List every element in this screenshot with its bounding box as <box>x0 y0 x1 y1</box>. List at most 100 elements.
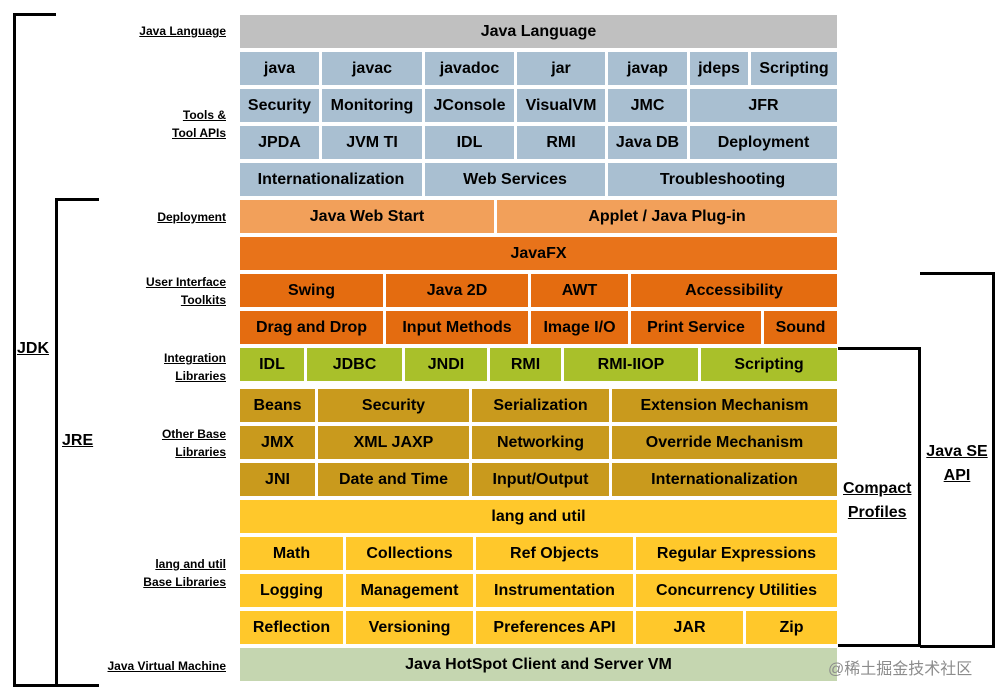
javase-line2: API <box>943 467 971 484</box>
lang-zip: Zip <box>746 611 837 644</box>
javase-line1: Java SE <box>926 443 988 460</box>
label-tools-line2: Tool APIs <box>172 126 226 140</box>
label-jvm: Java Virtual Machine <box>107 659 227 673</box>
other-security: Security <box>318 389 469 422</box>
label-tools: Tools & Tool APIs <box>100 106 226 142</box>
ui-sound: Sound <box>764 311 837 344</box>
tool-jar: jar <box>517 52 605 85</box>
lang-ref-objects: Ref Objects <box>476 537 633 570</box>
jre-label: JRE <box>62 432 94 449</box>
java-language-box: Java Language <box>240 15 837 48</box>
other-internationalization: Internationalization <box>612 463 837 496</box>
tool-javac: javac <box>322 52 422 85</box>
tool-scripting: Scripting <box>751 52 837 85</box>
jdk-bracket-line <box>13 13 16 687</box>
deploy-applet-plugin: Applet / Java Plug-in <box>497 200 837 233</box>
lang-math: Math <box>240 537 343 570</box>
label-integration: Integration Libraries <box>100 349 226 385</box>
ui-swing: Swing <box>240 274 383 307</box>
integration-idl: IDL <box>240 348 304 381</box>
tool-javap: javap <box>608 52 687 85</box>
tool-java: java <box>240 52 319 85</box>
label-integration-line1: Integration <box>164 351 226 365</box>
other-input-output: Input/Output <box>472 463 609 496</box>
compact-line1: Compact <box>843 480 912 497</box>
other-extension-mechanism: Extension Mechanism <box>612 389 837 422</box>
watermark: @稀土掘金技术社区 <box>828 661 973 678</box>
lang-regular-expressions: Regular Expressions <box>636 537 837 570</box>
tool-internationalization: Internationalization <box>240 163 422 196</box>
javafx-box: JavaFX <box>240 237 837 270</box>
jre-bracket-line <box>55 198 58 687</box>
jdk-label: JDK <box>17 340 50 357</box>
other-date-and-time: Date and Time <box>318 463 469 496</box>
label-tools-line1: Tools & <box>182 108 226 122</box>
compact-bracket-bottom <box>838 644 921 647</box>
deploy-java-web-start: Java Web Start <box>240 200 494 233</box>
integration-rmi: RMI <box>490 348 561 381</box>
label-ui-line2: Toolkits <box>180 293 226 307</box>
ui-image-io: Image I/O <box>531 311 628 344</box>
tool-jmc: JMC <box>608 89 687 122</box>
tool-monitoring: Monitoring <box>322 89 422 122</box>
lang-management: Management <box>346 574 473 607</box>
tool-javadoc: javadoc <box>425 52 514 85</box>
ui-java2d: Java 2D <box>386 274 528 307</box>
lang-instrumentation: Instrumentation <box>476 574 633 607</box>
label-lang-line2: Base Libraries <box>143 575 226 589</box>
ui-awt: AWT <box>531 274 628 307</box>
lang-preferences-api: Preferences API <box>476 611 633 644</box>
compact-bracket-top <box>838 347 921 350</box>
label-java-language: Java Language <box>139 24 226 38</box>
label-lang-util-base: lang and util Base Libraries <box>100 555 226 591</box>
tool-jfr: JFR <box>690 89 837 122</box>
label-ui-toolkits: User Interface Toolkits <box>100 273 226 309</box>
integration-scripting: Scripting <box>701 348 837 381</box>
tool-web-services: Web Services <box>425 163 605 196</box>
tool-jpda: JPDA <box>240 126 319 159</box>
tool-jdeps: jdeps <box>690 52 748 85</box>
other-beans: Beans <box>240 389 315 422</box>
label-other-line2: Libraries <box>175 445 226 459</box>
integration-rmi-iiop: RMI-IIOP <box>564 348 698 381</box>
tool-rmi: RMI <box>517 126 605 159</box>
jre-bracket-top <box>55 198 99 201</box>
tool-javadb: Java DB <box>608 126 687 159</box>
lang-concurrency-utilities: Concurrency Utilities <box>636 574 837 607</box>
label-integration-line2: Libraries <box>175 369 226 383</box>
jvm-box: Java HotSpot Client and Server VM <box>240 648 837 681</box>
javase-bracket-line <box>992 272 995 648</box>
label-ui-line1: User Interface <box>145 275 226 289</box>
other-serialization: Serialization <box>472 389 609 422</box>
jdk-bracket-top <box>13 13 56 16</box>
other-jmx: JMX <box>240 426 315 459</box>
tool-troubleshooting: Troubleshooting <box>608 163 837 196</box>
lang-logging: Logging <box>240 574 343 607</box>
javase-bracket-bottom <box>920 645 995 648</box>
lang-reflection: Reflection <box>240 611 343 644</box>
ui-print-service: Print Service <box>631 311 761 344</box>
other-xml-jaxp: XML JAXP <box>318 426 469 459</box>
compact-bracket-line <box>918 347 921 647</box>
lang-jar: JAR <box>636 611 743 644</box>
integration-jndi: JNDI <box>405 348 487 381</box>
tool-jconsole: JConsole <box>425 89 514 122</box>
tool-visualvm: VisualVM <box>517 89 605 122</box>
other-override-mechanism: Override Mechanism <box>612 426 837 459</box>
tool-deployment: Deployment <box>690 126 837 159</box>
javase-bracket-top <box>920 272 995 275</box>
lang-util-box: lang and util <box>240 500 837 533</box>
ui-input-methods: Input Methods <box>386 311 528 344</box>
integration-jdbc: JDBC <box>307 348 402 381</box>
label-lang-line1: lang and util <box>155 557 226 571</box>
tool-security: Security <box>240 89 319 122</box>
ui-drag-and-drop: Drag and Drop <box>240 311 383 344</box>
label-deployment: Deployment <box>157 210 226 224</box>
compact-line2: Profiles <box>847 504 907 521</box>
tool-jvmti: JVM TI <box>322 126 422 159</box>
ui-accessibility: Accessibility <box>631 274 837 307</box>
javase-api-label: Java SE API <box>923 440 991 488</box>
tool-idl: IDL <box>425 126 514 159</box>
compact-profiles-label: Compact Profiles <box>843 477 911 525</box>
other-networking: Networking <box>472 426 609 459</box>
